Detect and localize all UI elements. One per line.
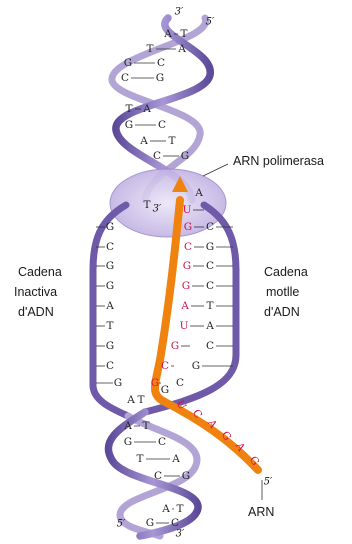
motile-label-line-2: motlle — [266, 285, 299, 299]
motile-strand-base: A — [205, 320, 214, 332]
bottom-left-5-prime: 5′ — [117, 519, 126, 530]
inactive-strand-base: G — [106, 340, 114, 352]
exit-pair-left: A — [126, 394, 135, 406]
rna-paired-base: C — [161, 360, 169, 372]
polymerase-leader — [203, 164, 228, 176]
top-right-5-prime: 5′ — [206, 17, 215, 28]
rna-paired-base: G — [182, 280, 190, 292]
top-pair-left-base: C — [121, 72, 129, 84]
rna-paired-base: C — [184, 241, 192, 253]
inactive-label-line-3: d'ADN — [18, 305, 54, 319]
inactive-strand-base: T — [106, 320, 113, 332]
bottom-pair-left-base: A — [123, 420, 132, 432]
bottom-pair-right-base: G — [182, 470, 190, 482]
top-pair-right-base: A — [177, 43, 186, 55]
bottom-right-3-prime: 3′ — [176, 529, 185, 540]
inactive-label-line-2: Inactiva — [14, 285, 57, 299]
rna-paired-base: G — [184, 221, 192, 233]
rna-5-prime: 5′ — [264, 477, 273, 488]
bottom-pair-left-base: A — [161, 503, 170, 515]
inactive-strand-base: G — [106, 260, 114, 272]
motile-strand-base: C — [206, 221, 214, 233]
motile-strand-base: G — [206, 241, 214, 253]
inactive-strand-base: G — [106, 280, 114, 292]
top-pair-left-base: G — [124, 57, 132, 69]
top-pair-left-base: A — [163, 28, 172, 40]
top-left-3-prime: 3′ — [175, 7, 184, 18]
bottom-pair-left-base: C — [154, 470, 162, 482]
motile-strand-base: C — [206, 280, 214, 292]
rna-paired-base: U — [180, 320, 189, 332]
bottom-pair-right-base: C — [171, 517, 179, 529]
exit-pair-right: T — [137, 394, 144, 406]
rna-paired-base: A — [180, 300, 189, 312]
motile-strand-base: T — [206, 300, 213, 312]
top-pair-right-base: G — [181, 150, 189, 162]
template-3-prime-label: 3′ — [153, 204, 162, 215]
polymerase-label: ARN polimerasa — [233, 154, 324, 168]
rna-paired-base: G — [171, 340, 179, 352]
bottom-pair-left-base: T — [136, 453, 143, 465]
rna-label: ARN — [248, 505, 274, 519]
top-pair-right-base: T — [180, 28, 187, 40]
rna-paired-base: G — [183, 260, 191, 272]
top-pair-left-base: A — [139, 135, 148, 147]
inactive-strand-base: G — [114, 377, 122, 389]
template-top-base: T — [143, 199, 150, 211]
bottom-pair-left-base: G — [146, 517, 154, 529]
inactive-label-line-1: Cadena — [18, 265, 62, 279]
bottom-pair-right-base: T — [142, 420, 149, 432]
top-pair-left-base: T — [125, 103, 132, 115]
motile-label-line-1: Cadena — [264, 265, 308, 279]
top-pair-right-base: A — [142, 103, 151, 115]
bottom-pair-right-base: C — [158, 436, 166, 448]
top-pair-left-base: G — [125, 119, 133, 131]
bottom-pair-right-base: T — [176, 503, 183, 515]
top-pair-left-base: T — [146, 43, 153, 55]
inactive-strand-base: C — [106, 360, 114, 372]
motile-strand-base: C — [176, 377, 184, 389]
top-pair-right-base: C — [158, 119, 166, 131]
bottom-pair-left-base: G — [124, 436, 132, 448]
motile-strand-base: G — [192, 360, 200, 372]
motile-strand-base: A — [194, 187, 203, 199]
motile-label-line-3: d'ADN — [264, 305, 300, 319]
top-pair-left-base: C — [153, 150, 161, 162]
inactive-strand-base: G — [106, 221, 114, 233]
inactive-strand-base: A — [105, 300, 114, 312]
bottom-pair-right-base: A — [171, 453, 180, 465]
rna-paired-base: U — [183, 204, 192, 216]
motile-strand-base: C — [206, 340, 214, 352]
top-pair-right-base: G — [156, 72, 164, 84]
inactive-strand-base: C — [106, 241, 114, 253]
top-pair-right-base: C — [157, 57, 165, 69]
top-pair-right-base: T — [168, 135, 175, 147]
motile-strand-base: G — [161, 384, 169, 396]
rna-paired-base: G — [151, 377, 159, 389]
motile-strand-base: C — [206, 260, 214, 272]
